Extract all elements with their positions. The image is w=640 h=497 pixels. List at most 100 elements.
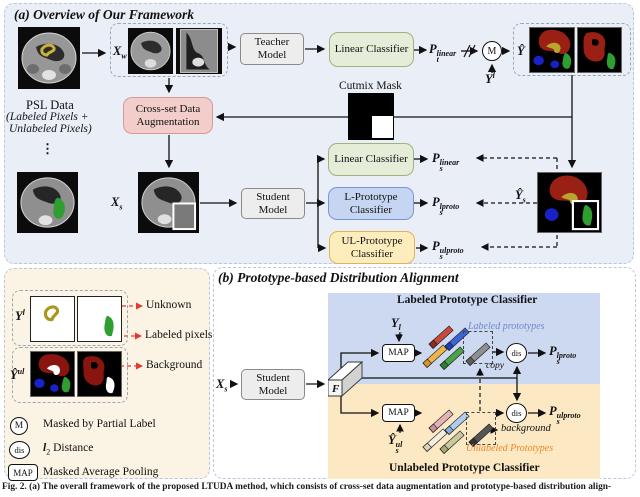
student-model-box-a: Student Model (241, 188, 305, 219)
unlabeled-prototype-region (328, 384, 600, 479)
labeled-organ-annotation-green (53, 197, 65, 219)
m-symbol: M (14, 421, 24, 431)
legend-unknown-label: Unknown (146, 299, 192, 311)
masked-by-partial-label-icon: M (10, 417, 28, 435)
copy-label: copy (486, 361, 504, 371)
labeled-prototype-region (328, 293, 600, 384)
ct-scan-graphic (180, 29, 218, 73)
unlabeled-region-title: Unlabeled Prototype Classifier (389, 462, 540, 474)
map-label-unlabeled: MAP (388, 408, 409, 418)
yul-example-image-2 (77, 351, 122, 397)
l-prototype-classifier-box: L-Prototype Classifier (328, 187, 414, 220)
mask-operator-label: M (487, 45, 497, 57)
m-description: Masked by Partial Label (43, 418, 156, 430)
background-prototype-box-labeled (463, 331, 493, 364)
map-symbol: MAP (13, 467, 33, 478)
labeled-prototypes-caption: Labeled prototypes (468, 321, 545, 332)
l-prototype-classifier-label: L-Prototype Classifier (344, 190, 398, 216)
psl-ct-image (18, 27, 80, 89)
feature-label: F (331, 383, 340, 395)
legend-yl-label: Yl (15, 308, 25, 324)
masked-average-pooling-icon: MAP (8, 464, 38, 481)
ct-scan-graphic (141, 177, 197, 231)
dis-symbol: dis (14, 445, 25, 455)
xs-label: Xs (111, 195, 123, 212)
panel-a-title: (a) Overview of Our Framework (14, 7, 194, 22)
background-prototype-bar-labeled (465, 342, 491, 366)
xw-image-1 (128, 28, 173, 74)
mask-operator-icon: M (482, 41, 502, 61)
l2-italic: l (43, 442, 47, 454)
panel-a-solid-wires (82, 42, 577, 253)
map-description: Masked Average Pooling (43, 466, 159, 478)
map-box-unlabeled: MAP (382, 404, 415, 422)
map-box-labeled: MAP (382, 344, 415, 362)
teacher-linear-classifier-box: Linear Classifier (329, 32, 414, 67)
pseudo-label-graphic (34, 354, 71, 393)
background-prototype-bar-unlabeled (468, 423, 494, 447)
teacher-model-label: Teacher Model (254, 36, 290, 61)
figure-caption: Fig. 2. (a) The overall framework of the… (2, 482, 612, 492)
psl-ct-image-2 (17, 172, 78, 233)
psl-data-sub1: (Labeled Pixels + (6, 111, 89, 123)
cross-set-augmentation-box: Cross-set Data Augmentation (123, 97, 213, 134)
xs-label-b: Xs (216, 377, 228, 394)
cutmix-mask-image (348, 93, 394, 140)
map-label-labeled: MAP (388, 348, 409, 358)
dis-circle-unlabeled: dis (506, 403, 527, 423)
legend-yul-label: Ŷul (10, 367, 25, 383)
yhat-label: Ŷ (517, 44, 525, 58)
yhat-seg-image-2 (577, 27, 622, 73)
xs-image (138, 172, 199, 233)
student-model-label-a: Student Model (256, 190, 290, 216)
dis-label-labeled: dis (511, 348, 522, 358)
unlabeled-prototype-bars (422, 409, 470, 454)
xw-label: Xw (113, 44, 127, 61)
segmentation-graphic (583, 32, 616, 70)
cutmix-mask-label: Cutmix Mask (339, 80, 402, 92)
segmentation-graphic (533, 29, 572, 69)
yl-label: Yl (485, 71, 495, 87)
yhat-s-image (537, 172, 602, 233)
yl-example-image-2 (77, 296, 122, 342)
dis-description: l2 Distance (43, 442, 93, 456)
feature-map-block: F (328, 360, 364, 398)
cross-set-augmentation-label: Cross-set Data Augmentation (135, 102, 201, 128)
yhat-s-label: Ŷs (515, 188, 526, 205)
legend-background-label: Background (146, 359, 203, 371)
xw-group-box (110, 23, 228, 77)
yul-example-image-1 (30, 351, 75, 397)
partial-label-graphic (104, 315, 114, 337)
ct-scan-graphic (20, 177, 75, 228)
vertical-ellipsis: ⋮ (41, 141, 54, 156)
partial-label-graphic (43, 305, 60, 322)
background-prototype-label: background (501, 423, 551, 434)
labeled-organ-annotation (40, 43, 56, 57)
pseudo-label-graphic (83, 356, 115, 394)
student-linear-classifier-label: Linear Classifier (334, 153, 408, 166)
l2-distance-icon: dis (9, 441, 30, 459)
student-model-label-b: Student Model (256, 371, 290, 397)
segmentation-graphic (544, 175, 600, 231)
ul-prototype-classifier-label: UL-Prototype Classifier (341, 234, 403, 260)
yl-example-image-1 (30, 296, 75, 342)
yl-legend-group (12, 290, 128, 346)
teacher-model-box: Teacher Model (240, 33, 304, 65)
student-model-box-b: Student Model (241, 369, 305, 400)
ct-scan-graphic (21, 32, 77, 84)
ct-scan-graphic (130, 31, 171, 71)
psl-data-sub2: Unlabeled Pixels) (9, 123, 92, 135)
pasted-patch-outline (172, 202, 197, 231)
psl-data-label: PSL Data (26, 98, 74, 112)
dis-label-unlabeled: dis (511, 408, 522, 418)
yhat-seg-image-1 (529, 27, 575, 73)
panel-b-solid-wires (229, 347, 547, 418)
teacher-linear-classifier-label: Linear Classifier (334, 43, 409, 56)
